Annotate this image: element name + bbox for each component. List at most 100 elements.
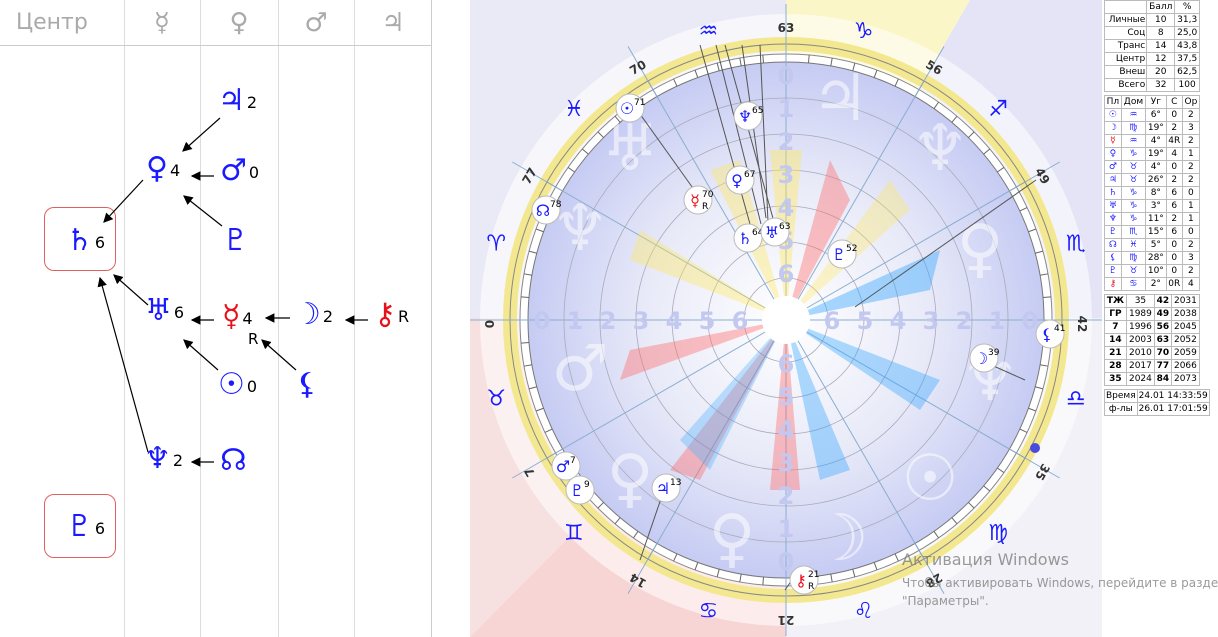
moon-node[interactable]: ☽2 bbox=[294, 300, 333, 330]
tick bbox=[933, 101, 939, 109]
table-cell: % bbox=[1174, 0, 1200, 14]
sun-node[interactable]: ☉0 bbox=[218, 370, 257, 400]
zodiac-sign-icon: ♈ bbox=[486, 231, 506, 256]
scale-number: 3 bbox=[633, 307, 650, 335]
planet-marker[interactable]: ♂7 bbox=[551, 451, 581, 481]
column-header-mars[interactable]: ♂ bbox=[278, 0, 354, 46]
table-cell: 32 bbox=[1146, 78, 1176, 92]
cursor-dot[interactable] bbox=[1030, 443, 1040, 453]
planet-marker[interactable]: ♄64 bbox=[733, 223, 764, 253]
saturn-icon: ♄ bbox=[66, 223, 93, 258]
planet-marker[interactable]: ☊78 bbox=[531, 195, 562, 225]
pluto-icon: ♇ bbox=[222, 223, 249, 258]
table-cell: ☿ bbox=[1104, 134, 1122, 148]
mars-node[interactable]: ♂0 bbox=[220, 156, 259, 186]
tick bbox=[852, 569, 856, 578]
table-cell: 19° bbox=[1145, 121, 1167, 135]
table-cell: Соц bbox=[1103, 26, 1148, 40]
table-cell: ТЖ bbox=[1104, 294, 1127, 308]
tick bbox=[968, 131, 975, 138]
tick bbox=[1035, 386, 1044, 390]
degree-label: 63 bbox=[778, 21, 795, 35]
planet-icon: ⚸ bbox=[1041, 325, 1053, 344]
table-cell: ☊ bbox=[1104, 238, 1122, 252]
table-cell: 1 bbox=[1181, 212, 1201, 226]
table-cell: 84 bbox=[1154, 372, 1172, 386]
pluto-icon: ♇ bbox=[66, 509, 93, 544]
table-cell: 35 bbox=[1104, 372, 1127, 386]
chiron-node[interactable]: ⚷R bbox=[374, 300, 409, 330]
tick bbox=[614, 517, 621, 525]
planet-marker[interactable]: ♇52 bbox=[827, 239, 857, 269]
planet-marker[interactable]: ♇9 bbox=[565, 475, 595, 505]
jupiter-score: 2 bbox=[246, 93, 258, 112]
lilith-node[interactable]: ⚸ bbox=[296, 370, 318, 400]
tick bbox=[581, 148, 589, 155]
node-node[interactable]: ☊ bbox=[220, 446, 247, 476]
table-cell: 0R bbox=[1165, 277, 1183, 291]
zodiac-sign-icon: ♓ bbox=[564, 97, 584, 122]
column-header-jupiter[interactable]: ♃ bbox=[354, 0, 432, 46]
jupiter-node[interactable]: ♃2 bbox=[218, 86, 257, 116]
uranus-node[interactable]: ♅6 bbox=[145, 296, 184, 326]
planet-marker[interactable]: ⚷21R bbox=[789, 565, 819, 595]
planet-icon: ⚷ bbox=[795, 571, 807, 590]
mars-score: 0 bbox=[248, 163, 260, 182]
scale-number: 3 bbox=[923, 307, 940, 335]
table-cell: 5° bbox=[1145, 238, 1167, 252]
column-header-mercury[interactable]: ☿ bbox=[124, 0, 200, 46]
saturn-node[interactable]: ♄6 bbox=[66, 226, 105, 256]
tick bbox=[528, 250, 537, 254]
table-cell: ♑ bbox=[1120, 186, 1147, 200]
planet-marker[interactable]: ♆65 bbox=[733, 101, 763, 131]
tick bbox=[997, 467, 1005, 473]
table-cell: ♍ bbox=[1120, 121, 1147, 135]
tick bbox=[1028, 228, 1037, 233]
table-cell: 2 bbox=[1181, 134, 1201, 148]
pluto-node[interactable]: ♇ bbox=[222, 226, 249, 256]
table-cell: 2038 bbox=[1170, 307, 1201, 321]
planet-degree: 39 bbox=[988, 348, 1000, 358]
zodiac-sign-icon: ♋ bbox=[698, 599, 718, 624]
neptune-node[interactable]: ♆2 bbox=[144, 444, 183, 474]
planet-icon: ☊ bbox=[536, 201, 550, 220]
planet-marker[interactable]: ☉71 bbox=[615, 93, 645, 123]
uranus-icon: ♅ bbox=[145, 293, 172, 328]
planet-degree: 71 bbox=[634, 98, 645, 108]
table-cell bbox=[1103, 0, 1148, 14]
table-cell: ⚷ bbox=[1104, 277, 1122, 291]
planet-marker[interactable]: ⚸41 bbox=[1035, 319, 1065, 349]
planet-marker[interactable]: ♅63 bbox=[760, 217, 790, 247]
column-header-center[interactable]: Центр bbox=[0, 0, 124, 46]
activation-line-1: Чтобы активировать Windows, перейдите в … bbox=[902, 576, 1218, 590]
table-row: Балл% bbox=[1103, 0, 1200, 14]
tick bbox=[673, 78, 678, 87]
mars-icon: ♂ bbox=[220, 153, 247, 188]
planet-degree: 64 bbox=[752, 228, 764, 238]
table-cell: Личные bbox=[1103, 13, 1148, 27]
tick bbox=[873, 69, 878, 78]
table-cell: 63 bbox=[1154, 333, 1172, 347]
planet-marker[interactable]: ☽39 bbox=[969, 343, 1000, 373]
planet-marker[interactable]: ♀67 bbox=[725, 165, 755, 195]
venus-node[interactable]: ♀4 bbox=[146, 154, 180, 184]
pluto-score: 6 bbox=[94, 519, 106, 538]
table-cell: 37,5 bbox=[1174, 52, 1200, 66]
table-cell: Пл bbox=[1104, 95, 1122, 109]
scale-number: 4 bbox=[666, 307, 683, 335]
scale-number: 4 bbox=[890, 307, 907, 335]
planet-marker[interactable]: ☿70R bbox=[683, 185, 714, 215]
lilith-icon: ⚸ bbox=[296, 367, 318, 402]
table-cell: 1989 bbox=[1125, 307, 1156, 321]
table-cell: 24.01 14:33:59 bbox=[1136, 389, 1210, 403]
planet-marker[interactable]: ♃13 bbox=[651, 473, 681, 503]
pluto-boxed-node[interactable]: ♇6 bbox=[66, 512, 105, 542]
column-header-venus[interactable]: ♀ bbox=[200, 0, 278, 46]
svg-text:♀: ♀ bbox=[957, 212, 1004, 286]
